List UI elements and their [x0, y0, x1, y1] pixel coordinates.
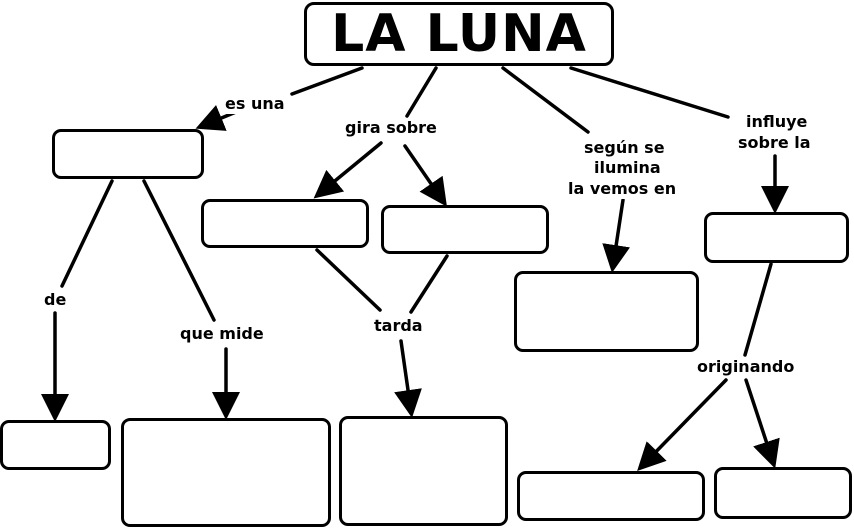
connector-que-mide-upper	[142, 179, 216, 322]
connector-tarda-right	[409, 254, 449, 314]
label-tarda: tarda	[372, 316, 425, 336]
box-influye	[704, 212, 849, 263]
arrow-originando-right	[744, 378, 780, 469]
arrow-gira-sobre-right	[403, 144, 447, 207]
box-es-una	[52, 129, 204, 179]
label-segun-line1: según se	[582, 138, 667, 158]
arrow-segun	[602, 198, 630, 273]
label-que-mide: que mide	[178, 324, 266, 344]
box-originando-right	[714, 467, 852, 519]
label-segun-line2: ilumina	[592, 158, 663, 178]
arrow-gira-sobre-left	[313, 141, 383, 199]
title-box: LA LUNA	[304, 2, 614, 66]
box-gira-sobre-right	[381, 205, 549, 254]
box-que-mide	[121, 418, 331, 527]
connector-es-una-upper	[290, 66, 364, 96]
box-segun	[514, 271, 699, 352]
connector-tarda-left	[315, 248, 382, 312]
box-de	[0, 420, 111, 470]
label-segun-line3: la vemos en	[566, 179, 679, 199]
label-influye-line2: sobre la	[736, 133, 813, 153]
connector-influye-upper	[569, 66, 730, 119]
title-text: LA LUNA	[331, 4, 587, 64]
box-gira-sobre-left	[201, 199, 369, 248]
connector-originando-upper	[743, 262, 773, 357]
arrow-tarda	[394, 339, 422, 418]
connector-de-upper	[60, 179, 114, 288]
box-tarda	[339, 416, 508, 526]
arrow-es-una	[195, 105, 238, 131]
connector-segun-upper	[501, 66, 590, 134]
label-es-una: es una	[223, 94, 287, 114]
connector-gira-sobre-upper	[405, 66, 438, 118]
box-originando-left	[517, 471, 705, 521]
label-de: de	[42, 290, 69, 310]
label-influye-line1: influye	[744, 112, 810, 132]
label-gira-sobre: gira sobre	[343, 118, 439, 138]
arrow-originando-left	[637, 378, 728, 472]
label-originando: originando	[695, 357, 797, 377]
